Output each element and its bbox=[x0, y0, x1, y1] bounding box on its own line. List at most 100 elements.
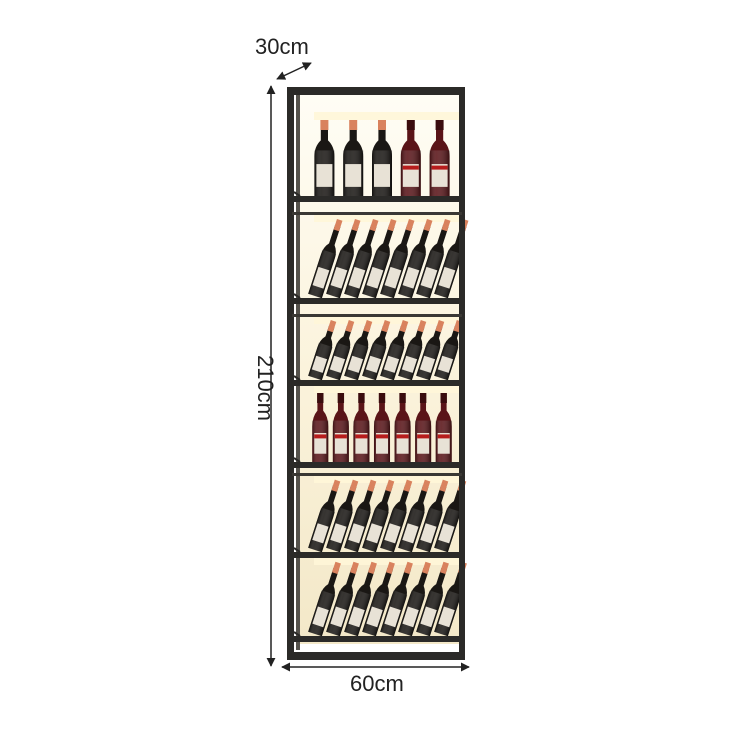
bottle-cap bbox=[406, 120, 415, 130]
shelf-bracket bbox=[293, 631, 301, 637]
width-label: 60cm bbox=[350, 671, 404, 696]
shelf-bracket bbox=[293, 547, 301, 553]
bottle-label bbox=[420, 606, 437, 628]
bottle-cap bbox=[435, 120, 444, 130]
bottle-cap bbox=[349, 120, 358, 130]
bottle-cap bbox=[399, 393, 406, 403]
bottle-layer bbox=[308, 112, 469, 637]
bottle-label bbox=[348, 523, 365, 544]
bottle-label bbox=[419, 355, 436, 373]
shelf-light bbox=[314, 475, 460, 483]
bottle-label bbox=[401, 355, 418, 373]
bottle-label bbox=[384, 266, 402, 289]
bottle-cap bbox=[440, 561, 449, 575]
bottle-label bbox=[312, 523, 329, 544]
bottle-label bbox=[420, 266, 438, 289]
bottle-cap bbox=[332, 561, 341, 575]
frame-top bbox=[287, 87, 465, 95]
wine-bottle bbox=[398, 561, 431, 637]
bottle-cap bbox=[345, 320, 355, 333]
bottle-cap bbox=[331, 479, 341, 492]
bottle-label bbox=[438, 606, 455, 628]
bottle-label bbox=[312, 606, 329, 628]
bottle-cap bbox=[351, 219, 361, 232]
shelf-5-bottles bbox=[308, 475, 467, 553]
bottle-label bbox=[402, 266, 420, 289]
bottle-label bbox=[437, 355, 454, 373]
wine-bottle bbox=[400, 120, 421, 196]
shelf-6-plank bbox=[292, 636, 462, 642]
bottle-label-stripe bbox=[334, 434, 347, 439]
shelf-light bbox=[314, 316, 460, 324]
bottle-cap bbox=[349, 479, 359, 492]
bottle-label bbox=[431, 164, 448, 187]
depth-dimension-line bbox=[276, 62, 312, 80]
shelf-2-plank bbox=[292, 298, 462, 304]
bottle-cap bbox=[317, 393, 324, 403]
bottle-label bbox=[366, 266, 384, 289]
bottle-label bbox=[329, 355, 346, 373]
bottle-cap bbox=[387, 219, 397, 232]
bottle-label bbox=[348, 606, 365, 628]
bottle-cap bbox=[439, 479, 449, 492]
bottle-cap bbox=[350, 561, 359, 575]
wine-bottle bbox=[398, 479, 431, 553]
wine-bottle bbox=[326, 320, 355, 381]
wine-bottle bbox=[308, 479, 341, 553]
wine-bottle bbox=[353, 393, 370, 462]
shelf-4-plank bbox=[292, 462, 462, 468]
frame-bottom bbox=[287, 652, 465, 660]
bottle-cap bbox=[368, 561, 377, 575]
shelf-bracket bbox=[293, 375, 301, 381]
bottle-cap bbox=[337, 393, 345, 403]
bottle-cap bbox=[440, 393, 447, 403]
bottle-label bbox=[311, 355, 328, 373]
bottle-label bbox=[420, 523, 437, 544]
bottle-cap bbox=[381, 320, 391, 333]
bottle-label bbox=[330, 606, 347, 628]
wine-bottle bbox=[344, 320, 373, 381]
wine-bottle bbox=[326, 219, 361, 299]
bottle-label bbox=[312, 266, 330, 289]
bottle-label bbox=[345, 164, 362, 187]
bottle-cap bbox=[367, 479, 377, 492]
bottle-cap bbox=[399, 320, 409, 333]
wine-bottle bbox=[362, 561, 395, 637]
bottle-label bbox=[365, 355, 382, 373]
wine-bottle bbox=[380, 561, 413, 637]
bottle-label bbox=[402, 606, 419, 628]
bottle-cap bbox=[421, 479, 431, 492]
wine-bottle bbox=[416, 479, 449, 553]
wine-bottle bbox=[362, 320, 391, 381]
shelf-light bbox=[314, 214, 460, 222]
shelf-light bbox=[314, 557, 460, 565]
bottle-cap bbox=[333, 219, 343, 232]
bottle-label-stripe bbox=[402, 165, 419, 170]
bottle-cap bbox=[378, 393, 386, 403]
shelf-bracket bbox=[293, 293, 301, 299]
wine-bottle bbox=[380, 320, 409, 381]
bottle-label-stripe bbox=[396, 434, 409, 439]
wine-bottle bbox=[326, 561, 359, 637]
bottle-label bbox=[402, 164, 419, 187]
shelf-3-plank bbox=[292, 380, 462, 386]
wine-bottle bbox=[308, 219, 343, 299]
wine-bottle bbox=[416, 561, 449, 637]
frame-left-post bbox=[287, 87, 294, 660]
shelf-bracket bbox=[293, 191, 301, 197]
wine-bottle bbox=[326, 479, 359, 553]
bottle-cap bbox=[417, 320, 427, 333]
shelf-3-bottles bbox=[308, 316, 463, 381]
bottle-cap bbox=[405, 219, 415, 232]
shelf-4-bottles bbox=[312, 385, 460, 462]
bottle-label bbox=[438, 523, 455, 544]
bottle-cap bbox=[385, 479, 395, 492]
bottle-cap bbox=[403, 479, 413, 492]
wine-bottle bbox=[394, 393, 411, 462]
bottle-label-stripe bbox=[417, 434, 430, 439]
bottle-label-stripe bbox=[314, 434, 327, 439]
wine-bottle bbox=[343, 120, 364, 196]
bottle-label-stripe bbox=[437, 434, 450, 439]
wine-bottle bbox=[429, 120, 450, 196]
shelf-light bbox=[314, 112, 460, 120]
